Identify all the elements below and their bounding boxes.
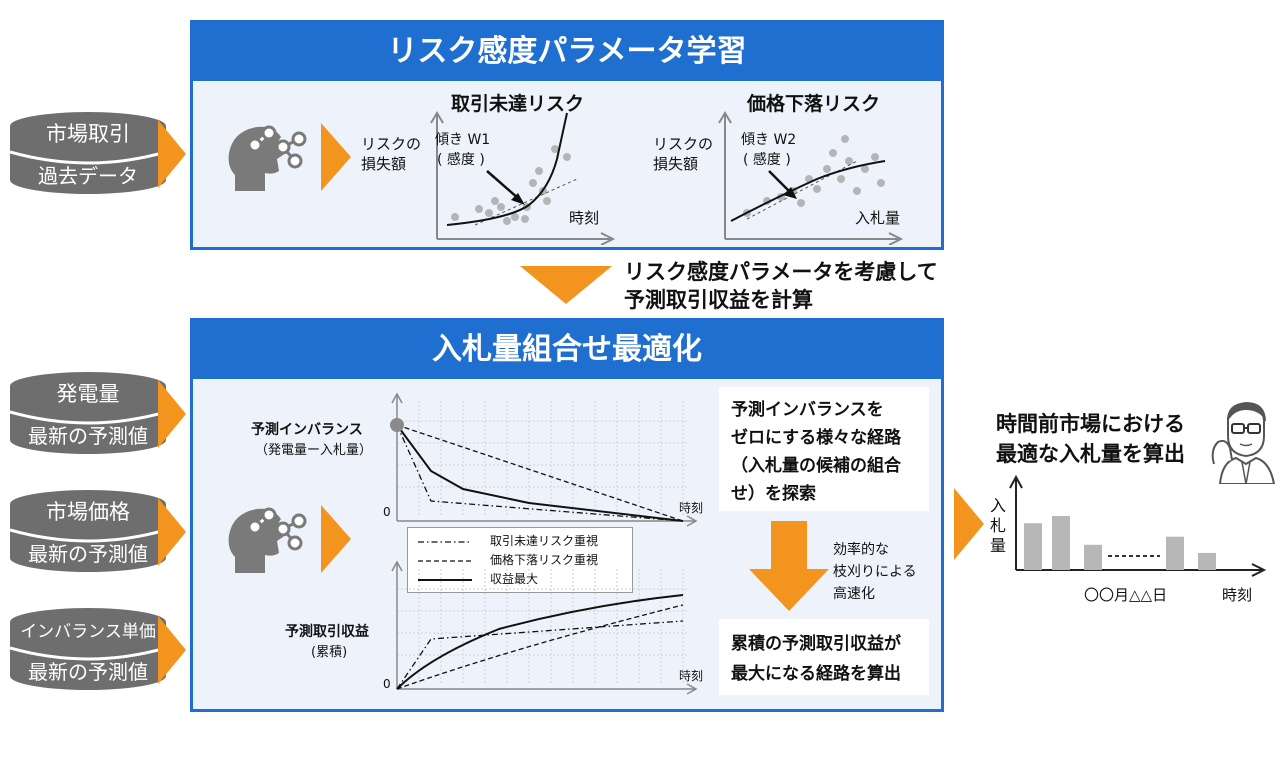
- middle-note-line2: 予測取引収益を計算: [624, 288, 813, 312]
- input-price-label-2: 最新の予測値: [28, 542, 148, 566]
- database-icon: [10, 372, 166, 454]
- input-market-price: 市場価格 最新の予測値: [10, 490, 166, 572]
- risk-sensitivity-panel: リスク感度パラメータ学習 取引未達リスク リスクの 損失額 傾き W1 ( 感度…: [190, 20, 944, 250]
- explore-line-1: 予測インバランスを: [731, 400, 884, 420]
- upper-chart-label-2: （発電量ー入札量）: [255, 443, 373, 458]
- result-box: 累積の予測取引収益が 最大になる経路を算出: [719, 619, 929, 695]
- arrow-down-icon: [749, 521, 829, 611]
- explore-line-4: せ）を探索: [731, 484, 816, 504]
- result-line-1: 累積の予測取引収益が: [731, 634, 901, 654]
- arrow-right-icon: [158, 380, 186, 448]
- upper-chart-zero: 0: [383, 505, 391, 519]
- input-market-history: 市場取引 過去データ: [10, 112, 166, 194]
- input-generation-label-2: 最新の予測値: [28, 424, 148, 448]
- speedup-line-2: 枝刈りによる: [833, 564, 917, 580]
- output-bar: [1198, 552, 1216, 570]
- ai-head-icon: [228, 125, 307, 191]
- legend-line-samples: [418, 541, 472, 581]
- upper-chart-xlabel: 時刻: [679, 501, 704, 515]
- output-xlabel: 時刻: [1222, 586, 1253, 604]
- chart2-slope-label-1: 傾き W2: [741, 132, 797, 148]
- output-bar: [1052, 516, 1070, 570]
- chart2-plot: [718, 111, 904, 245]
- optimal-bid-chart: [1009, 474, 1267, 577]
- output-ylabel-3: 量: [990, 536, 1007, 555]
- chart2-ylabel-2: 損失額: [653, 155, 699, 173]
- chart1-xlabel: 時刻: [569, 209, 600, 227]
- arrow-right-icon: [158, 616, 186, 684]
- explore-line-3: （入札量の候補の組合: [731, 456, 901, 476]
- arrow-right-icon: [158, 498, 186, 566]
- output-title-2: 最適な入札量を算出: [996, 442, 1185, 466]
- arrow-right-icon: [954, 488, 984, 560]
- database-icon: [10, 490, 166, 572]
- chart2-title: 価格下落リスク: [747, 93, 881, 115]
- chart2-ylabel-1: リスクの: [653, 135, 714, 153]
- database-icon: [10, 112, 166, 194]
- chart1-slope-label-1: 傾き W1: [435, 132, 491, 148]
- upper-chart-label-1: 予測インバランス: [251, 422, 363, 438]
- chart1-ylabel-2: 損失額: [361, 155, 407, 173]
- lower-chart-label-2: (累積): [311, 645, 348, 660]
- input-market-label-1: 市場取引: [46, 122, 130, 146]
- result-line-2: 最大になる経路を算出: [731, 664, 901, 684]
- ai-head-icon: [228, 507, 307, 573]
- predicted-revenue-chart: [391, 560, 698, 695]
- chart1-plot: [430, 111, 616, 245]
- output-ylabel-2: 札: [990, 516, 1007, 535]
- output-title-1: 時間前市場における: [996, 412, 1185, 436]
- input-imbalance-price: インバランス単価 最新の予測値: [10, 608, 166, 690]
- optimization-panel: 入札量組合せ最適化 予測インバランス （発電量ー入札量） 0 時刻: [190, 318, 944, 712]
- chart2-slope-label-2: ( 感度 ): [743, 152, 791, 168]
- explore-paths-box: 予測インバランスを ゼロにする様々な経路 （入札量の候補の組合 せ）を探索: [719, 387, 929, 511]
- predicted-imbalance-chart: [390, 392, 698, 527]
- legend-item-3: 収益最大: [490, 572, 539, 586]
- speedup-line-1: 効率的な: [833, 542, 889, 558]
- chart2-xlabel: 入札量: [855, 209, 901, 227]
- pointer-arrow-icon: [768, 170, 797, 199]
- lower-chart-label-1: 予測取引収益: [285, 624, 369, 640]
- chart1-slope-label-2: ( 感度 ): [437, 152, 485, 168]
- explore-line-2: ゼロにする様々な経路: [731, 428, 902, 448]
- panel-title: リスク感度パラメータ学習: [193, 23, 941, 81]
- speedup-line-3: 高速化: [833, 586, 875, 602]
- output-bar: [1084, 544, 1102, 570]
- lower-chart-xlabel: 時刻: [679, 669, 704, 683]
- output-ylabel-1: 入: [990, 496, 1007, 515]
- input-imbalance-label-1: インバランス単価: [20, 622, 156, 642]
- input-imbalance-label-2: 最新の予測値: [28, 660, 148, 684]
- output-bar: [1024, 523, 1042, 570]
- pointer-arrow-icon: [486, 170, 525, 205]
- output-bar: [1166, 536, 1184, 570]
- chart1-title: 取引未達リスク: [451, 93, 585, 115]
- input-generation: 発電量 最新の予測値: [10, 372, 166, 454]
- input-generation-label-1: 発電量: [56, 382, 120, 406]
- output-date-label: 〇〇月△△日: [1084, 586, 1168, 604]
- person-thinking-icon: [1211, 402, 1276, 484]
- arrow-right-icon: [321, 123, 351, 191]
- input-price-label-1: 市場価格: [46, 500, 130, 524]
- database-icon: [10, 608, 166, 690]
- arrow-down-icon: [520, 266, 612, 304]
- input-market-label-2: 過去データ: [38, 164, 138, 188]
- chart1-ylabel-1: リスクの: [361, 135, 422, 153]
- lower-chart-zero: 0: [383, 677, 391, 691]
- middle-note-line1: リスク感度パラメータを考慮して: [624, 260, 938, 284]
- panel-title: 入札量組合せ最適化: [193, 321, 941, 379]
- legend-item-1: 取引未達リスク重視: [490, 534, 599, 548]
- arrow-right-icon: [321, 505, 351, 573]
- arrow-right-icon: [158, 120, 186, 188]
- legend-item-2: 価格下落リスク重視: [490, 553, 599, 567]
